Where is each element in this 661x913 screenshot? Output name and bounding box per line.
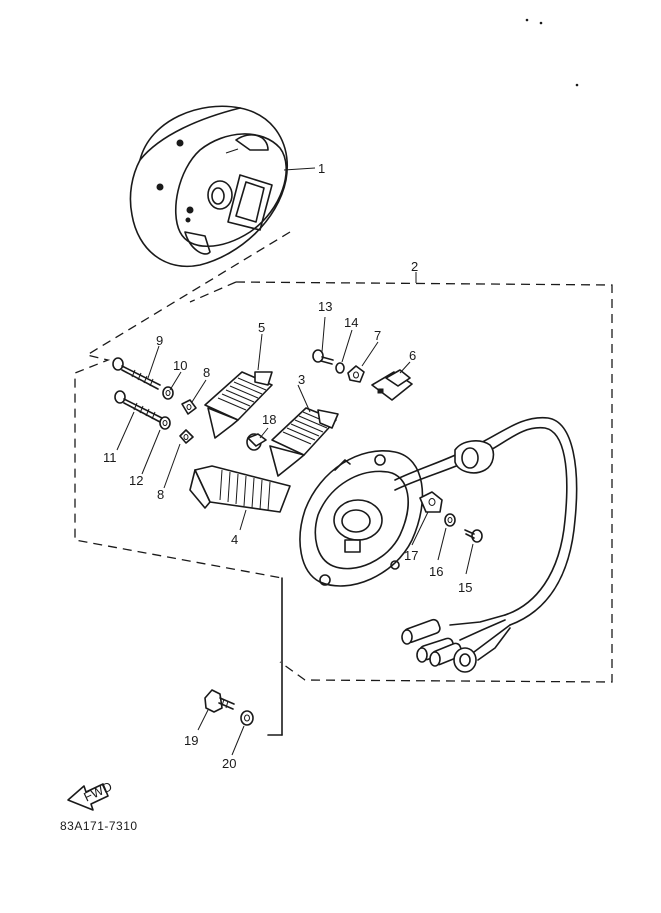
callout-16: 16 [429,564,443,579]
callout-labels: 1 2 3 4 5 6 7 8 8 9 10 11 12 13 14 15 16… [103,161,472,771]
callout-11: 11 [103,450,117,465]
callout-15: 15 [458,580,472,595]
coil-4 [189,465,291,513]
callout-8a: 8 [203,365,210,380]
callout-12: 12 [129,473,143,488]
callout-3: 3 [298,372,305,387]
screw-13 [312,349,334,365]
screw-11 [114,390,163,423]
wire-harness [394,416,578,673]
callout-17: 17 [404,548,418,563]
callout-2: 2 [411,259,418,274]
screw-15 [464,529,483,543]
callout-7: 7 [374,328,381,343]
clamp-17 [419,491,443,513]
callout-9: 9 [156,333,163,348]
nut-8-lower [179,429,194,444]
stator-base-plate [299,450,424,587]
nut-8-upper [181,399,197,415]
connector-4 [453,647,477,673]
washer-20 [240,710,254,726]
callout-6: 6 [409,348,416,363]
callout-20: 20 [222,756,236,771]
callout-1: 1 [318,161,325,176]
forward-direction-marker: FWD [67,779,114,811]
bolt-19 [204,689,235,713]
callout-10: 10 [173,358,187,373]
callout-8b: 8 [157,487,164,502]
callout-14: 14 [344,315,358,330]
connector-2 [416,637,455,663]
connector-1 [401,618,441,645]
callout-19: 19 [184,733,198,748]
washer-10 [162,386,174,400]
pickup-6 [371,369,413,401]
coil-3 [269,407,339,477]
leader-lines [116,167,474,756]
washer-16 [444,513,456,527]
coil-5 [204,371,273,439]
washer-12 [159,416,171,430]
screw-9 [112,357,161,390]
scan-specks [525,18,579,87]
spacer-18 [246,433,267,451]
callout-18: 18 [262,412,276,427]
callout-4: 4 [231,532,238,547]
washer-14 [335,362,345,374]
callout-5: 5 [258,320,265,335]
flywheel-rotor [129,105,288,268]
callout-13: 13 [318,299,332,314]
stator-assembly-boundary [74,231,613,736]
clamp-7 [347,365,365,383]
drawing-code: 83A171-7310 [60,819,138,833]
